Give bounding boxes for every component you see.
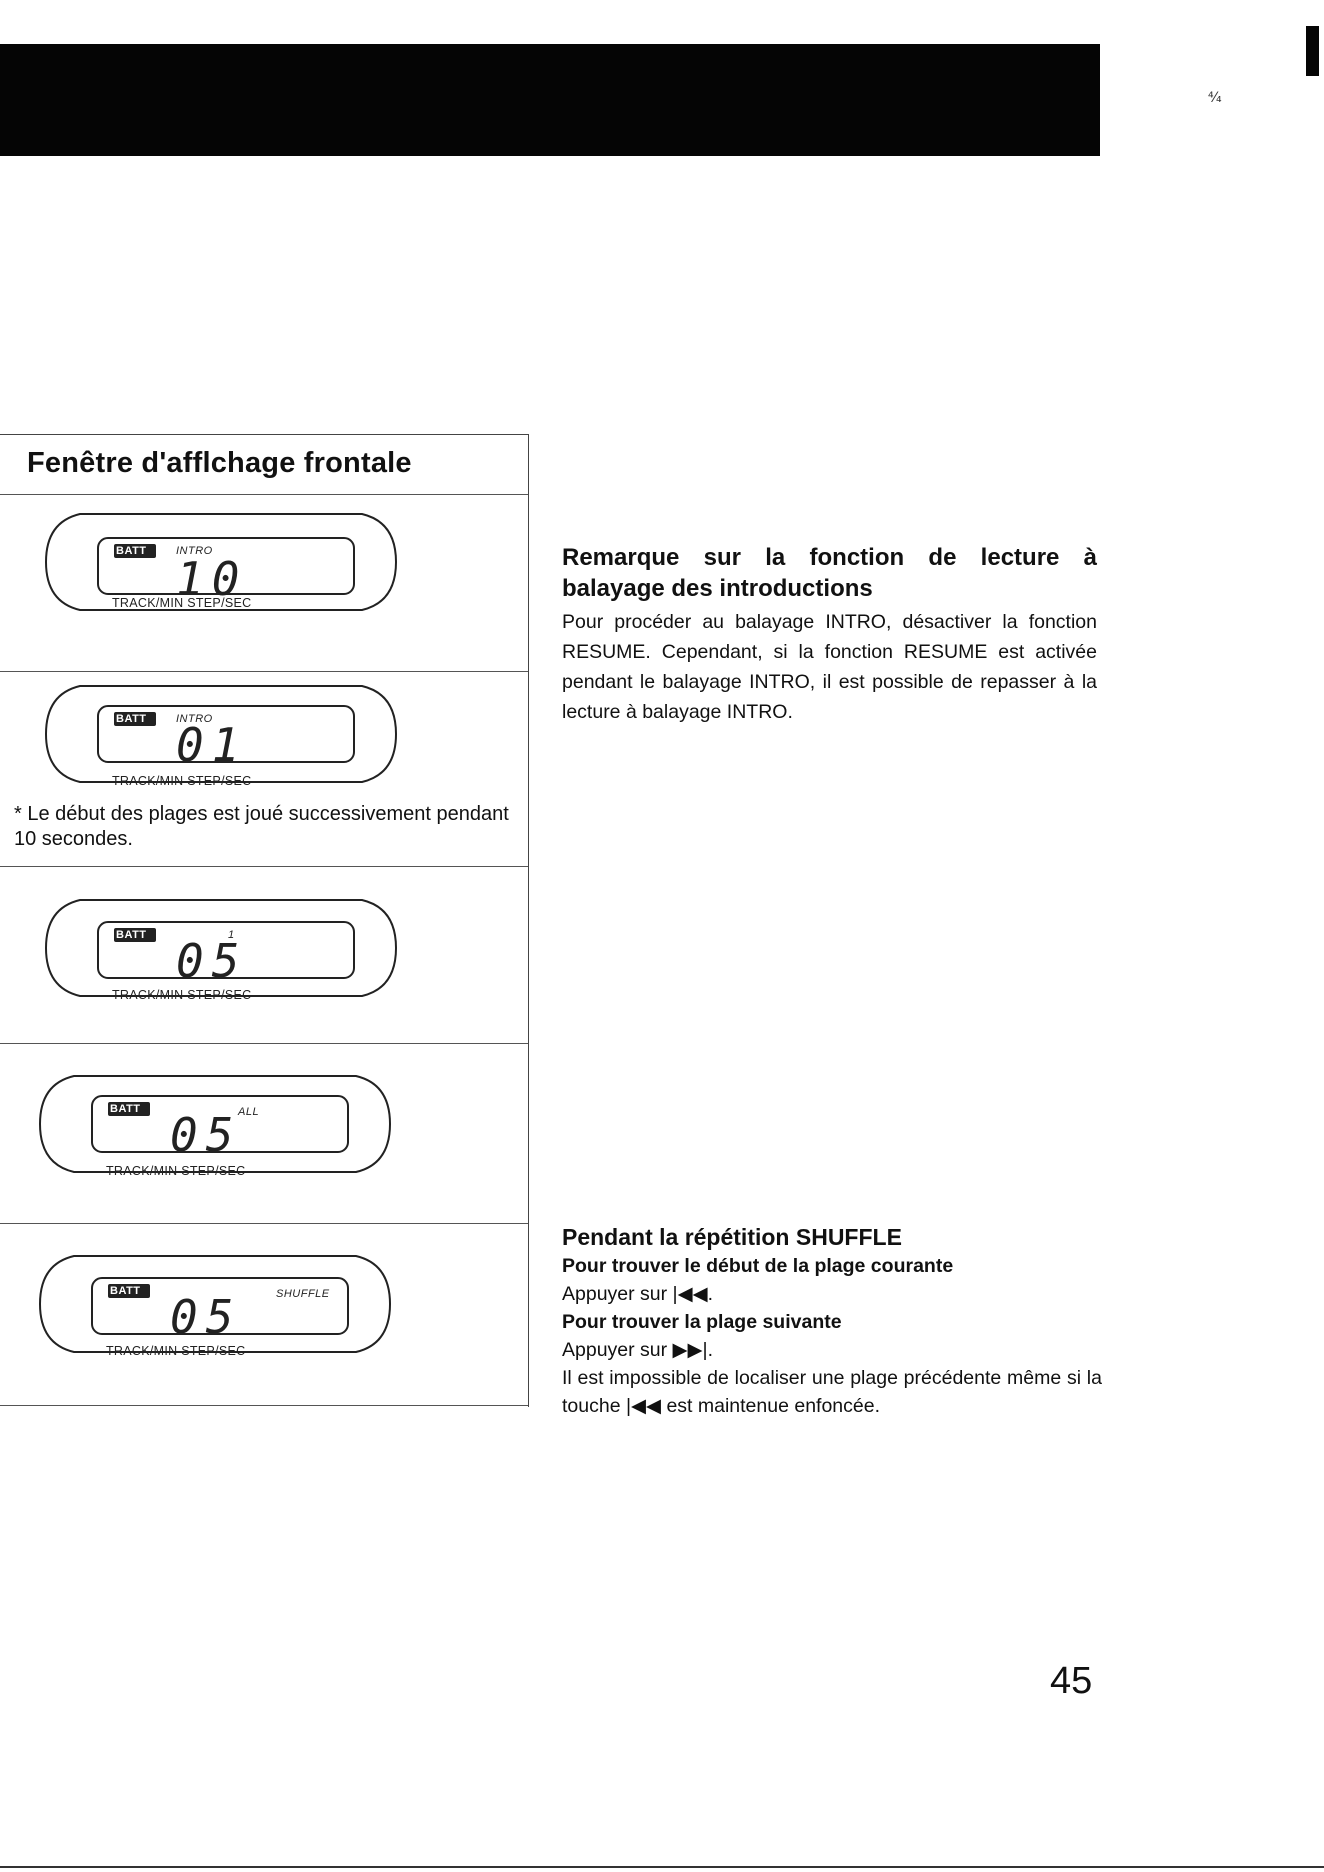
lcd-frame (38, 1255, 392, 1353)
lcd-frame (44, 513, 398, 611)
shuffle-section: Pendant la répétition SHUFFLE Pour trouv… (562, 1222, 1102, 1420)
lcd-caption: TRACK/MIN STEP/SEC (106, 1164, 246, 1178)
front-display-panel (0, 434, 529, 1407)
lcd-display-shuffle: BATT SHUFFLE 05 TRACK/MIN STEP/SEC (34, 1252, 394, 1360)
shuffle-instruction-next: Appuyer sur ▶▶|. (562, 1339, 714, 1361)
lcd-frame (44, 899, 398, 997)
panel-divider (0, 671, 528, 672)
panel-divider (0, 866, 528, 867)
lcd-digits: 05 (176, 934, 248, 988)
lcd-display-repeat-one: BATT 1 05 TRACK/MIN STEP/SEC (40, 896, 400, 1004)
lcd-digits: 05 (170, 1108, 242, 1162)
shuffle-heading: Pendant la répétition SHUFFLE (562, 1224, 902, 1250)
batt-indicator: BATT (116, 545, 147, 557)
lcd-digits: 01 (176, 718, 248, 772)
mode-indicator: 1 (228, 929, 235, 941)
lcd-display-intro-scan: BATT INTRO 10 TRACK/MIN STEP/SEC (40, 510, 400, 618)
panel-divider (0, 1043, 528, 1044)
lcd-display-intro-track: BATT INTRO 01 TRACK/MIN STEP/SEC (40, 682, 400, 790)
mode-indicator: INTRO (176, 545, 213, 557)
shuffle-subheading-next: Pour trouver la plage suivante (562, 1311, 842, 1333)
batt-indicator: BATT (110, 1285, 141, 1297)
lcd-display-repeat-all: BATT ALL 05 TRACK/MIN STEP/SEC (34, 1072, 394, 1180)
lcd-digits: 05 (170, 1290, 242, 1344)
lcd-caption: TRACK/MIN STEP/SEC (106, 1344, 246, 1358)
intro-note-body: Pour procéder au balayage INTRO, désacti… (562, 611, 1097, 723)
bottom-rule (0, 1866, 1324, 1868)
lcd-caption: TRACK/MIN STEP/SEC (112, 774, 252, 788)
shuffle-subheading-current: Pour trouver le début de la plage couran… (562, 1255, 954, 1277)
footnote-marker: * (14, 803, 22, 825)
panel-divider (0, 1405, 528, 1406)
mode-indicator: INTRO (176, 713, 213, 725)
footnote: * Le début des plages est joué successiv… (14, 802, 514, 852)
header-bar (0, 44, 1100, 156)
page-edge-mark (1306, 26, 1319, 76)
panel-title: Fenêtre d'afflchage frontale (27, 447, 412, 479)
batt-indicator: BATT (116, 713, 147, 725)
lcd-caption: TRACK/MIN STEP/SEC (112, 596, 252, 610)
lcd-frame (38, 1075, 392, 1173)
intro-note-heading: Remarque sur la fonction de lecture à ba… (562, 544, 1097, 602)
lcd-caption: TRACK/MIN STEP/SEC (112, 988, 252, 1002)
panel-divider (0, 1223, 528, 1224)
batt-indicator: BATT (116, 929, 147, 941)
page-number: 45 (1050, 1660, 1093, 1702)
mode-indicator: SHUFFLE (276, 1288, 330, 1300)
shuffle-instruction-previous: Appuyer sur |◀◀. (562, 1283, 714, 1305)
mode-indicator: ALL (238, 1106, 260, 1118)
scan-mark: ⁴⁄₄ (1208, 90, 1222, 106)
lcd-digits: 10 (176, 552, 248, 606)
shuffle-note: Il est impossible de localiser une plage… (562, 1367, 1102, 1417)
footnote-text: Le début des plages est joué successivem… (14, 803, 509, 850)
lcd-frame (44, 685, 398, 783)
batt-indicator: BATT (110, 1103, 141, 1115)
panel-divider (0, 494, 528, 495)
